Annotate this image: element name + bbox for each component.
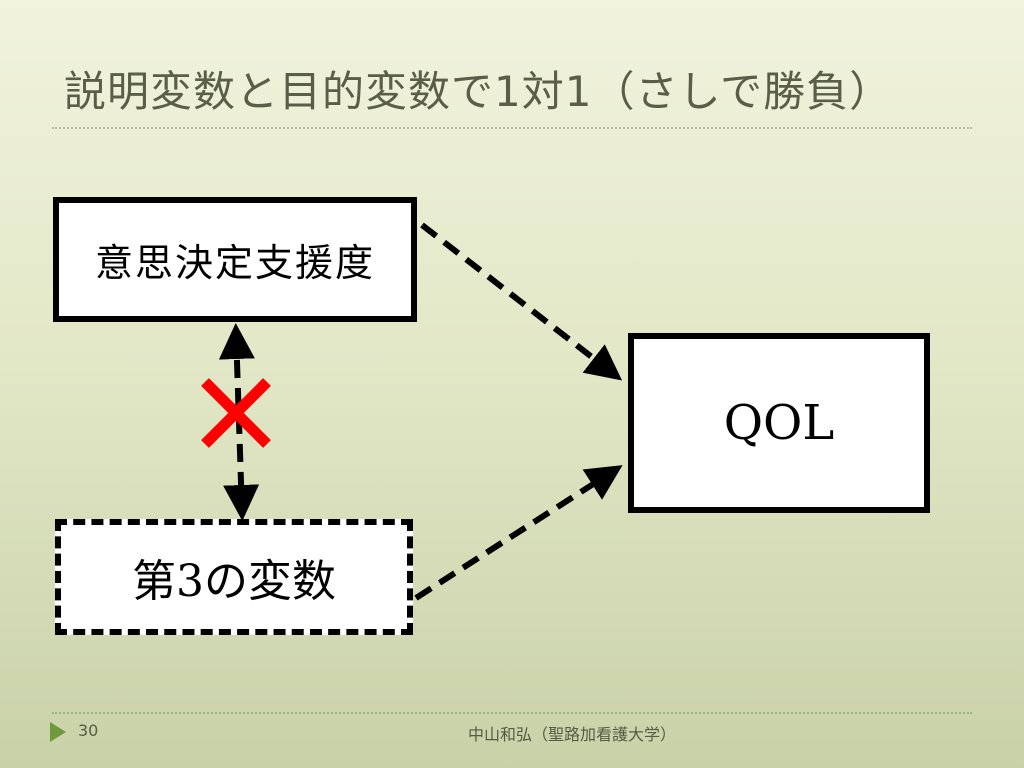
decision-support-box: 意思決定支援度	[53, 197, 417, 322]
footer-credit: 中山和弘（聖路加看護大学）	[468, 725, 677, 744]
title-divider	[52, 127, 972, 129]
slide-title: 説明変数と目的変数で1対1（さしで勝負）	[64, 67, 893, 116]
arrow-decision-third-bidirectional	[218, 323, 260, 521]
arrow-third-to-qol	[414, 465, 623, 601]
qol-box: QOL	[628, 333, 930, 513]
decision-support-label: 意思決定支援度	[94, 241, 375, 285]
third-variable-label: 第3の変数	[132, 556, 336, 607]
cross-mark-icon	[201, 378, 271, 448]
play-triangle-icon	[50, 722, 66, 742]
qol-label: QOL	[723, 395, 835, 451]
footer-divider	[52, 712, 972, 714]
page-number: 30	[78, 721, 99, 740]
third-variable-box: 第3の変数	[55, 519, 413, 635]
arrow-decision-to-qol	[420, 222, 623, 381]
